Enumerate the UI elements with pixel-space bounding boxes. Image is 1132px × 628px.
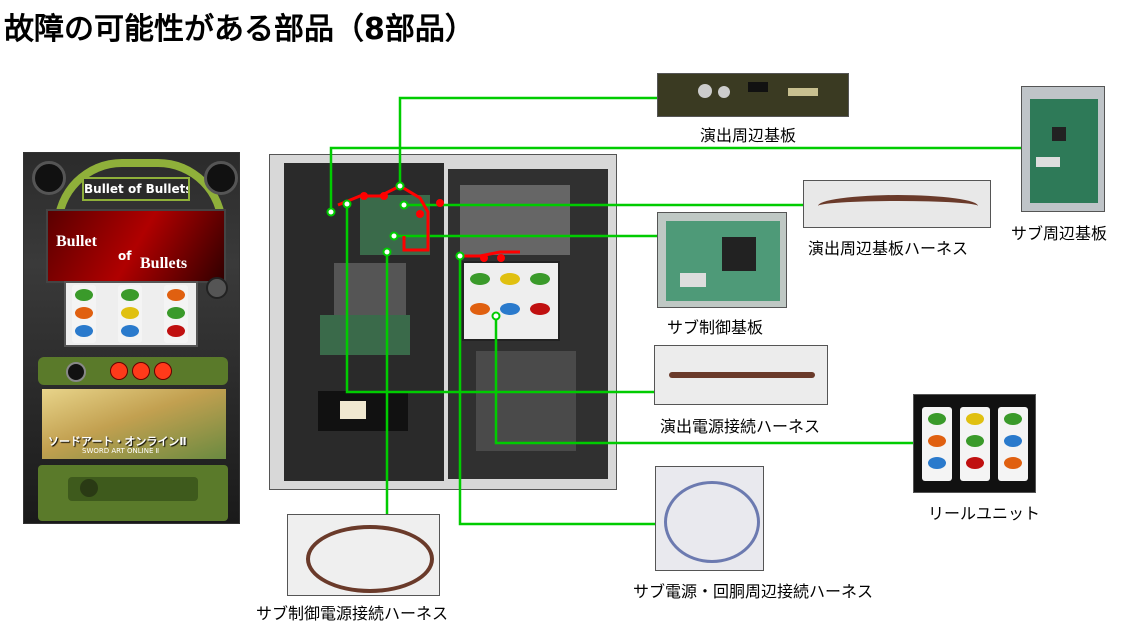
reel-2	[118, 285, 142, 343]
symbol	[167, 307, 185, 319]
symbol	[167, 325, 185, 337]
label-effect-peripheral-board: 演出周辺基板	[700, 126, 797, 145]
screen-text-1: Bullet	[56, 233, 97, 250]
reel-1	[922, 407, 952, 481]
chip	[1036, 157, 1060, 167]
symbol	[75, 307, 93, 319]
symbol	[530, 303, 550, 315]
hopper	[476, 351, 576, 451]
harness-wire	[306, 525, 434, 593]
harness-wire	[818, 195, 978, 217]
chip	[748, 82, 768, 92]
symbol	[121, 325, 139, 337]
bottom-panel-art: ソードアート・オンラインⅡ SWORD ART ONLINE Ⅱ	[42, 389, 226, 459]
symbol	[121, 289, 139, 301]
stop-button-1	[110, 362, 128, 380]
symbol	[500, 273, 520, 285]
game-title-en: SWORD ART ONLINE Ⅱ	[82, 447, 160, 455]
symbol	[470, 273, 490, 285]
symbol	[966, 435, 984, 447]
label-sub-control-power-harness: サブ制御電源接続ハーネス	[256, 604, 449, 623]
part-image-sub-peripheral-board	[1021, 86, 1105, 212]
chip	[718, 86, 730, 98]
symbol	[928, 435, 946, 447]
heatsink	[722, 237, 756, 271]
page-title: 故障の可能性がある部品（8部品）	[4, 12, 475, 47]
speaker-bottom	[80, 479, 98, 497]
symbol	[75, 289, 93, 301]
chip	[698, 84, 712, 98]
label-sub-control-board: サブ制御基板	[667, 318, 764, 337]
machine-logo: Bullet of Bullets	[82, 177, 190, 201]
speaker-left	[32, 161, 66, 195]
lever-knob	[206, 277, 228, 299]
symbol	[928, 457, 946, 469]
harness-wire	[664, 481, 760, 563]
part-image-sub-control-power-harness	[287, 514, 440, 596]
interior-screen	[334, 263, 406, 323]
label-effect-power-harness: 演出電源接続ハーネス	[660, 417, 821, 436]
part-image-effect-peripheral-board	[657, 73, 849, 117]
lower-cabinet	[38, 465, 228, 521]
symbol	[928, 413, 946, 425]
screen-text-2: of	[118, 249, 132, 263]
part-image-sub-control-board	[657, 212, 787, 308]
stop-button-2	[132, 362, 150, 380]
symbol	[1004, 413, 1022, 425]
reel-3	[998, 407, 1028, 481]
reel-1	[72, 285, 96, 343]
reel-2	[960, 407, 990, 481]
symbol	[1004, 435, 1022, 447]
stop-button-3	[154, 362, 172, 380]
reel-3	[164, 285, 188, 343]
slot-machine-front-image: Bullet of Bullets Bullet of Bullets ソードア…	[23, 152, 240, 524]
label-reel-unit: リールユニット	[928, 504, 1041, 523]
button-panel	[38, 357, 228, 385]
symbol	[121, 307, 139, 319]
symbol	[470, 303, 490, 315]
symbol	[530, 273, 550, 285]
symbol	[966, 457, 984, 469]
bet-button	[66, 362, 86, 382]
label-sub-power-reel-harness: サブ電源・回胴周辺接続ハーネス	[633, 582, 874, 601]
label-sub-peripheral-board: サブ周辺基板	[1011, 224, 1108, 243]
reel-window	[64, 281, 198, 347]
harness-wire	[669, 372, 815, 378]
symbol	[966, 413, 984, 425]
part-image-reel-unit	[913, 394, 1036, 493]
speaker-right	[204, 161, 238, 195]
game-title-jp: ソードアート・オンラインⅡ	[48, 435, 187, 448]
machine-interior-image	[269, 154, 617, 490]
interior-board-lower	[320, 315, 410, 355]
board	[1030, 99, 1098, 203]
chip	[788, 88, 818, 96]
part-image-effect-peripheral-harness	[803, 180, 991, 228]
power-label	[340, 401, 366, 419]
chip	[1052, 127, 1066, 141]
interior-board	[360, 195, 430, 255]
main-screen: Bullet of Bullets	[46, 209, 226, 283]
door-panel	[460, 185, 570, 255]
label-effect-peripheral-harness: 演出周辺基板ハーネス	[808, 239, 969, 258]
symbol	[75, 325, 93, 337]
symbol	[167, 289, 185, 301]
screen-text-3: Bullets	[140, 255, 188, 272]
chip	[680, 273, 706, 287]
part-image-sub-power-reel-harness	[655, 466, 764, 571]
part-image-effect-power-harness	[654, 345, 828, 405]
symbol	[1004, 457, 1022, 469]
symbol	[500, 303, 520, 315]
interior-reels	[462, 261, 560, 341]
